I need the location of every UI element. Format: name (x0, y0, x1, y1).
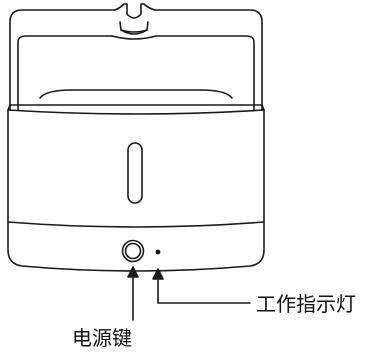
water-window (127, 142, 143, 204)
lid-cap-icon (111, 3, 157, 40)
body-top-seam (7, 109, 265, 115)
base-seam (7, 221, 265, 228)
upper-tray-inner (17, 35, 255, 111)
indicator-light (155, 249, 161, 255)
water-tank (7, 109, 265, 272)
power-callout-line (127, 266, 139, 321)
power-button-label: 电源键 (72, 326, 132, 350)
lid-frame (9, 9, 263, 111)
basin-rim (39, 89, 233, 99)
indicator-callout-line (152, 268, 251, 304)
indicator-light-label: 工作指示灯 (256, 292, 356, 316)
power-button[interactable] (121, 239, 145, 263)
